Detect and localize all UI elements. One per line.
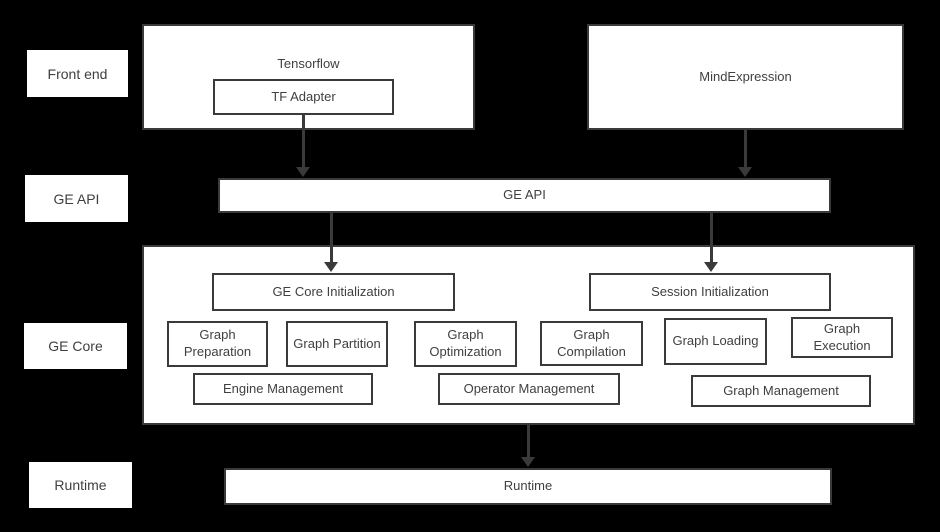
graph-partition-box: Graph Partition	[286, 321, 388, 367]
tensorflow-title: Tensorflow	[277, 56, 340, 71]
arrow-geapi-to-gecore-init	[324, 213, 338, 272]
arrow-line	[526, 425, 530, 459]
row-label-ge-core: GE Core	[24, 323, 127, 369]
graph-optimization-box: Graph Optimization	[414, 321, 517, 367]
arrow-line	[301, 115, 305, 169]
tensorflow-box: Tensorflow TF Adapter	[142, 24, 475, 130]
row-label-front-end: Front end	[27, 50, 128, 97]
operator-management-box: Operator Management	[438, 373, 620, 405]
arrow-head-icon	[704, 262, 718, 272]
arrow-head-icon	[521, 457, 535, 467]
graph-loading-box: Graph Loading	[664, 318, 767, 365]
engine-management-box: Engine Management	[193, 373, 373, 405]
runtime-bar: Runtime	[224, 468, 832, 505]
arrow-line	[329, 213, 333, 264]
ge-core-box: GE Core Initialization Session Initializ…	[142, 245, 915, 425]
ge-core-initialization-box: GE Core Initialization	[212, 273, 455, 311]
tf-adapter-box: TF Adapter	[213, 79, 394, 115]
arrow-tfadapter-to-geapi	[296, 115, 310, 177]
session-initialization-box: Session Initialization	[589, 273, 831, 311]
arrow-head-icon	[738, 167, 752, 177]
arrow-gecore-to-runtime	[521, 425, 535, 467]
graph-execution-box: Graph Execution	[791, 317, 893, 358]
arrow-mindexpression-to-geapi	[738, 130, 752, 177]
ge-api-bar: GE API	[218, 178, 831, 213]
arrow-geapi-to-session-init	[704, 213, 718, 272]
mindexpression-box: MindExpression	[587, 24, 904, 130]
row-label-runtime: Runtime	[29, 462, 132, 508]
graph-management-box: Graph Management	[691, 375, 871, 407]
arrow-head-icon	[296, 167, 310, 177]
row-label-ge-api: GE API	[25, 175, 128, 222]
arrow-head-icon	[324, 262, 338, 272]
graph-compilation-box: Graph Compilation	[540, 321, 643, 366]
arrow-line	[743, 130, 747, 169]
graph-preparation-box: Graph Preparation	[167, 321, 268, 367]
arrow-line	[709, 213, 713, 264]
